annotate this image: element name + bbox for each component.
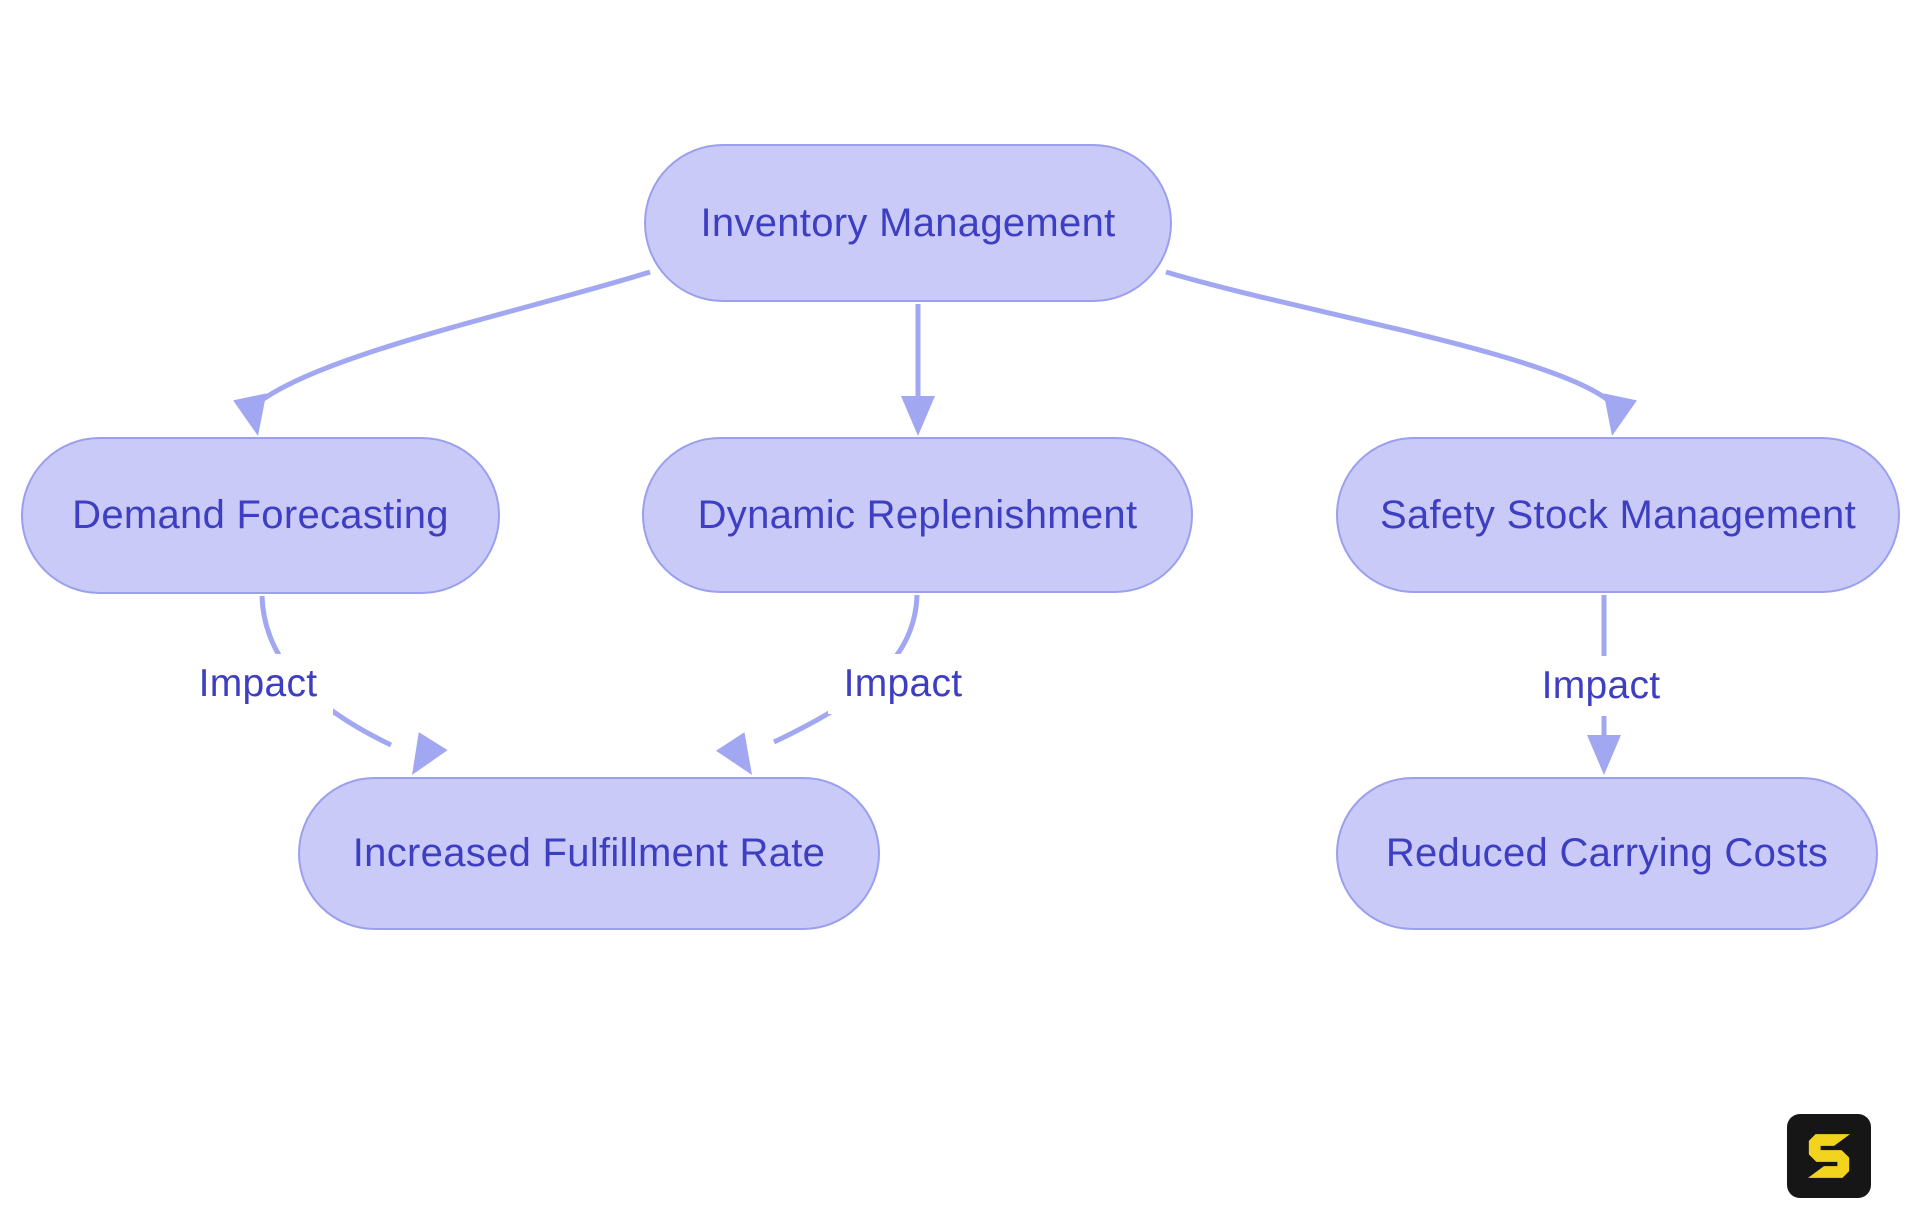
node-safety-stock-management: Safety Stock Management xyxy=(1336,437,1900,593)
edge-label-impact-middle: Impact xyxy=(828,654,978,714)
node-label-increased-fulfillment-rate: Increased Fulfillment Rate xyxy=(352,831,826,875)
edge-inventory-to-safety xyxy=(1165,269,1610,402)
arrowhead-right-into-fulfillment xyxy=(715,732,752,775)
arrowhead-to-dynamic-replenishment xyxy=(901,396,935,436)
node-label-safety-stock-management: Safety Stock Management xyxy=(1379,492,1857,537)
node-demand-forecasting: Demand Forecasting xyxy=(21,437,500,594)
arrowhead-to-safety-stock xyxy=(1603,393,1637,436)
node-increased-fulfillment-rate: Increased Fulfillment Rate xyxy=(298,777,880,930)
arrowhead-into-carrying-costs xyxy=(1587,735,1621,775)
node-label-dynamic-replenishment: Dynamic Replenishment xyxy=(697,492,1138,537)
arrowhead-left-into-fulfillment xyxy=(412,732,448,775)
node-inventory-management: Inventory Management xyxy=(644,144,1172,302)
s-logo-icon xyxy=(1808,1134,1850,1178)
edge-label-impact-left: Impact xyxy=(183,654,333,714)
watermark-logo xyxy=(1787,1114,1871,1198)
arrowhead-to-demand-forecasting xyxy=(233,393,267,436)
edge-inventory-to-demand xyxy=(260,269,651,403)
edge-label-impact-right: Impact xyxy=(1526,656,1676,716)
node-reduced-carrying-costs: Reduced Carrying Costs xyxy=(1336,777,1878,930)
node-label-reduced-carrying-costs: Reduced Carrying Costs xyxy=(1385,831,1829,875)
node-label-inventory-management: Inventory Management xyxy=(700,200,1116,245)
node-label-demand-forecasting: Demand Forecasting xyxy=(72,493,449,537)
node-dynamic-replenishment: Dynamic Replenishment xyxy=(642,437,1193,593)
